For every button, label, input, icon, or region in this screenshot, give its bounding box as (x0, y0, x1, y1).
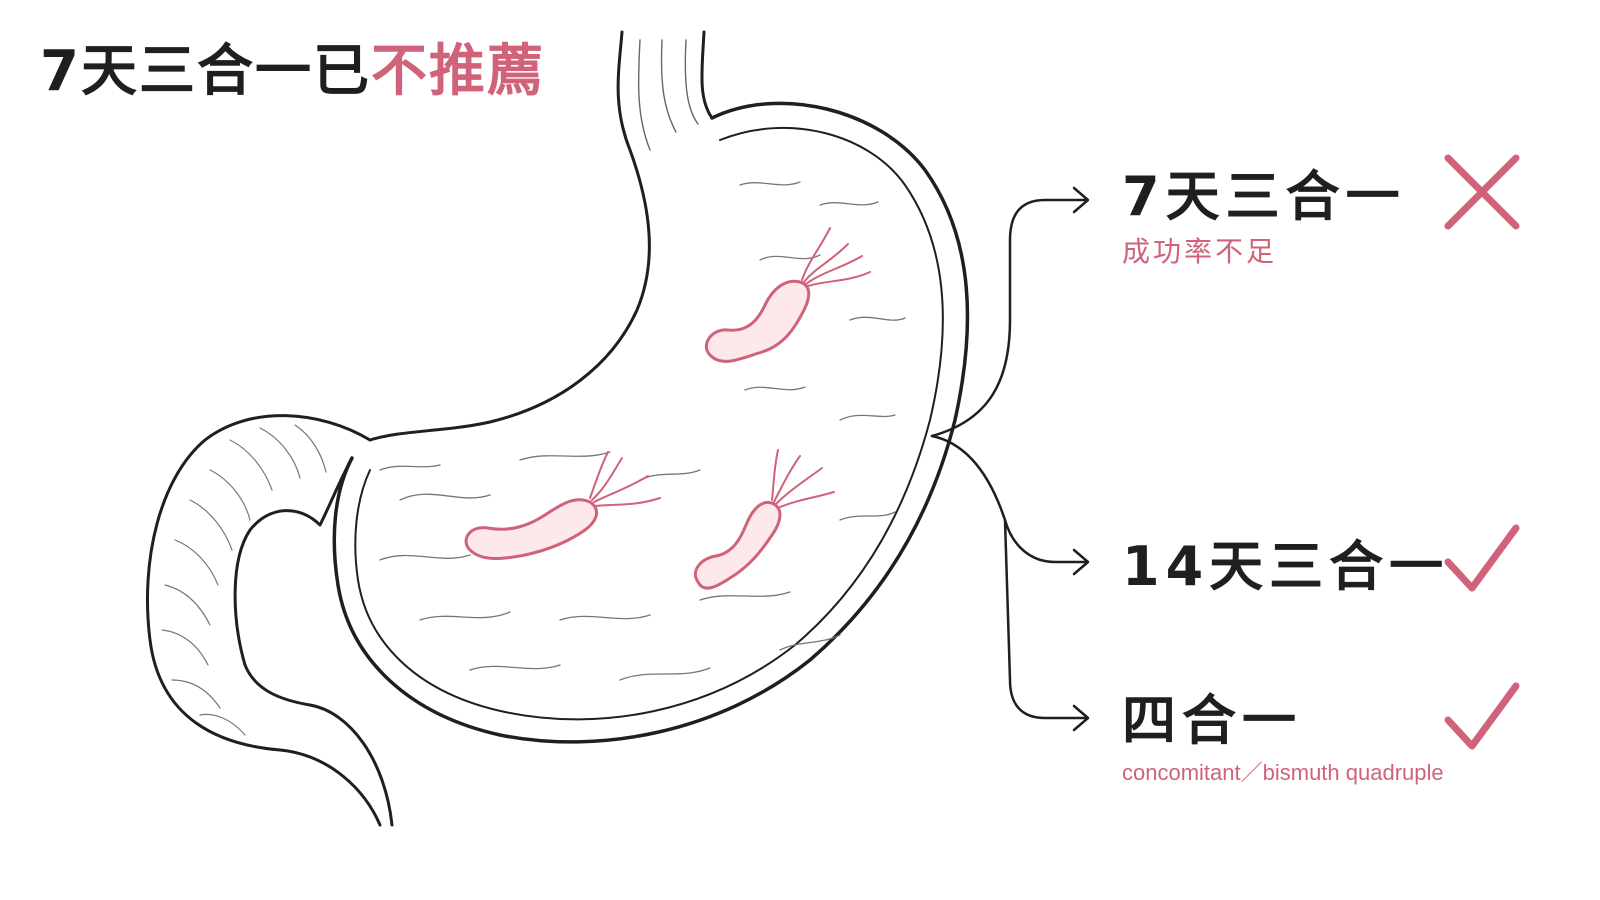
duodenum-outer (146, 414, 382, 827)
stomach-inner-wall (354, 127, 944, 721)
stomach-outer (332, 101, 970, 744)
option-note: 成功率不足 (1122, 235, 1278, 268)
connector-1 (930, 198, 1087, 438)
option-label: 四合一 (1122, 689, 1302, 752)
option-14day-triple: 14天三合一 (1122, 540, 1449, 594)
stomach-icon (146, 30, 970, 827)
connector-3 (1003, 518, 1087, 720)
title-accent: 不推薦 (370, 39, 545, 104)
option-7day-triple: 7天三合一 成功率不足 (1122, 170, 1406, 266)
arrow-2 (1072, 548, 1090, 576)
option-label: 14天三合一 (1122, 535, 1450, 598)
duodenum-inner (233, 456, 394, 827)
esophagus-left (368, 30, 651, 442)
connectors (930, 186, 1090, 732)
arrow-1 (1072, 186, 1090, 214)
esophagus-inner (637, 39, 699, 151)
page-title: 7天三合一已不推薦 (40, 44, 545, 100)
option-note: concomitant／bismuth quadruple (1122, 760, 1444, 785)
stomach-rugae (379, 181, 906, 681)
option-label: 7天三合一 (1122, 165, 1406, 228)
bacterium-2 (464, 451, 661, 560)
bacterium-3 (693, 449, 835, 590)
connector-2 (930, 434, 1087, 564)
bacterium-1 (704, 227, 871, 363)
check-icon (1444, 682, 1520, 750)
option-quadruple: 四合一 concomitant／bismuth quadruple (1122, 694, 1444, 784)
check-icon (1444, 524, 1520, 592)
esophagus-right (700, 30, 714, 120)
arrow-3 (1072, 704, 1090, 732)
title-main: 7天三合一已 (40, 39, 371, 104)
duodenum-folds (161, 424, 327, 736)
bacteria-group (464, 227, 871, 590)
cross-icon (1444, 154, 1520, 230)
